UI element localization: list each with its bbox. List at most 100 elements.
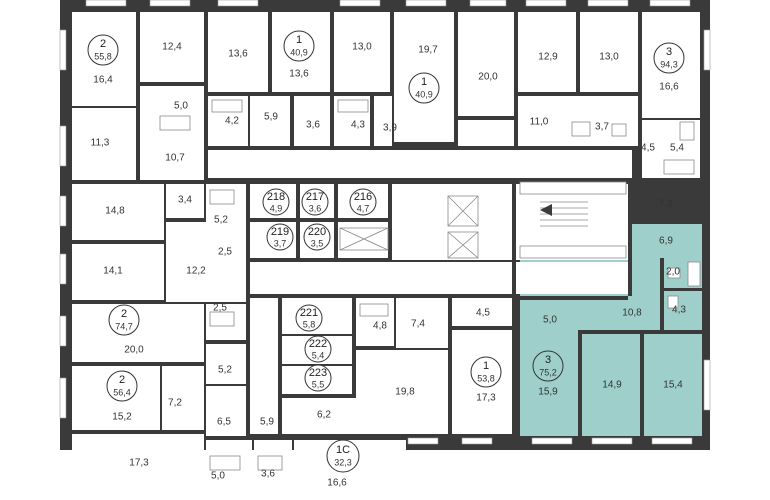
room-area: 14,9: [602, 380, 622, 391]
svg-text:94,3: 94,3: [660, 59, 678, 69]
room-area: 10,7: [165, 153, 185, 164]
apartment-badge-a8[interactable]: 3 75,2: [532, 350, 564, 382]
room-area: 17,3: [129, 458, 149, 469]
room-area: 12,2: [186, 266, 206, 277]
apartment-badges: 2 55,8 1 40,9 1 40,9 3 94,3 2 74,7 2 56,…: [87, 30, 685, 473]
storage-badge-216[interactable]: 216 4,7: [349, 188, 377, 216]
svg-text:5,4: 5,4: [312, 350, 325, 360]
room-area: 13,6: [289, 69, 309, 80]
room-area: 4,8: [373, 321, 387, 332]
room-area: 12,9: [538, 52, 558, 63]
room-area: 5,0: [543, 315, 557, 326]
svg-text:220: 220: [308, 226, 326, 238]
storage-badge-217[interactable]: 217 3,6: [301, 188, 329, 216]
room-area: 3,6: [306, 120, 320, 131]
room-area: 16,6: [327, 478, 347, 489]
svg-text:1: 1: [421, 76, 427, 88]
svg-text:3,5: 3,5: [311, 238, 324, 248]
room-area: 14,1: [103, 266, 123, 277]
room-area: 13,0: [599, 52, 619, 63]
room-area: 6,9: [659, 236, 673, 247]
room-area: 2,5: [213, 303, 227, 314]
room-area: 5,4: [670, 143, 684, 154]
storage-badge-219[interactable]: 219 3,7: [266, 223, 294, 251]
apartment-badge-a7[interactable]: 1 53,8: [470, 356, 502, 388]
svg-text:56,4: 56,4: [113, 387, 131, 397]
svg-text:5,8: 5,8: [303, 319, 316, 329]
svg-text:32,3: 32,3: [334, 457, 352, 467]
svg-text:216: 216: [354, 191, 372, 203]
svg-text:221: 221: [300, 307, 318, 319]
room-area: 4,5: [641, 143, 655, 154]
room-area: 14,8: [105, 206, 125, 217]
room-area: 7,2: [659, 199, 673, 210]
svg-text:222: 222: [309, 338, 327, 350]
svg-text:4,9: 4,9: [270, 203, 283, 213]
room-area: 3,6: [261, 469, 275, 480]
room-area: 7,4: [411, 319, 425, 330]
room-area: 13,6: [228, 49, 248, 60]
room-area: 5,0: [211, 471, 225, 482]
room-area: 20,0: [124, 345, 144, 356]
room-area-labels: 16,4 12,4 13,6 13,6 13,0 19,7 20,0 12,9 …: [91, 42, 687, 489]
svg-text:53,8: 53,8: [477, 373, 495, 383]
room-area: 15,4: [663, 380, 683, 391]
highlighted-inner-walls: [516, 224, 702, 436]
svg-text:3: 3: [666, 46, 672, 58]
room-area: 4,5: [476, 308, 490, 319]
apartment-badge-a4[interactable]: 3 94,3: [653, 42, 685, 74]
svg-text:4,7: 4,7: [357, 203, 370, 213]
bathroom-fixtures: [159, 99, 701, 471]
apartment-badge-a2[interactable]: 1 40,9: [283, 30, 315, 62]
room-area: 12,4: [162, 42, 182, 53]
room-area: 16,4: [93, 75, 113, 86]
svg-text:223: 223: [309, 367, 327, 379]
room-area: 16,6: [659, 82, 679, 93]
svg-text:3,7: 3,7: [274, 238, 287, 248]
storage-badges: 218 4,9 217 3,6 216 4,7 219 3,7 220 3,5 …: [262, 188, 377, 392]
svg-text:40,9: 40,9: [415, 89, 433, 99]
room-area: 2,5: [218, 247, 232, 258]
svg-text:219: 219: [271, 226, 289, 238]
storage-badge-220[interactable]: 220 3,5: [303, 223, 331, 251]
room-area: 6,2: [317, 410, 331, 421]
room-area: 4,3: [672, 305, 686, 316]
svg-text:1: 1: [296, 34, 302, 46]
room-area: 20,0: [478, 72, 498, 83]
room-area: 5,9: [264, 112, 278, 123]
apartment-badge-a1[interactable]: 2 55,8: [87, 34, 119, 66]
storage-badge-218[interactable]: 218 4,9: [262, 188, 290, 216]
svg-text:2: 2: [119, 374, 125, 386]
svg-text:3,6: 3,6: [309, 203, 322, 213]
svg-text:1: 1: [483, 360, 489, 372]
svg-text:75,2: 75,2: [539, 367, 557, 377]
svg-text:2: 2: [121, 308, 127, 320]
svg-text:218: 218: [267, 191, 285, 203]
svg-text:217: 217: [306, 191, 324, 203]
room-area: 15,2: [112, 412, 132, 423]
apartment-badge-a9[interactable]: 1С 32,3: [326, 439, 360, 473]
apartment-badge-a3[interactable]: 1 40,9: [408, 72, 440, 104]
room-area: 11,0: [530, 117, 549, 128]
room-area: 3,9: [383, 123, 397, 134]
room-area: 5,2: [218, 365, 232, 376]
apartment-badge-a5[interactable]: 2 74,7: [108, 304, 140, 336]
room-area: 3,4: [178, 195, 192, 206]
room-area: 7,2: [168, 398, 182, 409]
storage-badge-223[interactable]: 223 5,5: [304, 364, 332, 392]
storage-badge-222[interactable]: 222 5,4: [304, 335, 332, 363]
room-area: 2,0: [666, 267, 680, 278]
room-area: 3,7: [595, 122, 609, 133]
apartment-badge-a6[interactable]: 2 56,4: [106, 370, 138, 402]
room-area: 11,3: [91, 138, 110, 149]
room-area: 4,2: [225, 116, 239, 127]
elevator-core: [339, 181, 627, 259]
svg-text:74,7: 74,7: [115, 321, 133, 331]
room-area: 4,3: [351, 120, 365, 131]
storage-badge-221[interactable]: 221 5,8: [295, 304, 323, 332]
svg-text:3: 3: [545, 354, 551, 366]
room-area: 19,7: [418, 45, 438, 56]
room-area: 5,2: [214, 215, 228, 226]
room-area: 15,9: [538, 387, 558, 398]
